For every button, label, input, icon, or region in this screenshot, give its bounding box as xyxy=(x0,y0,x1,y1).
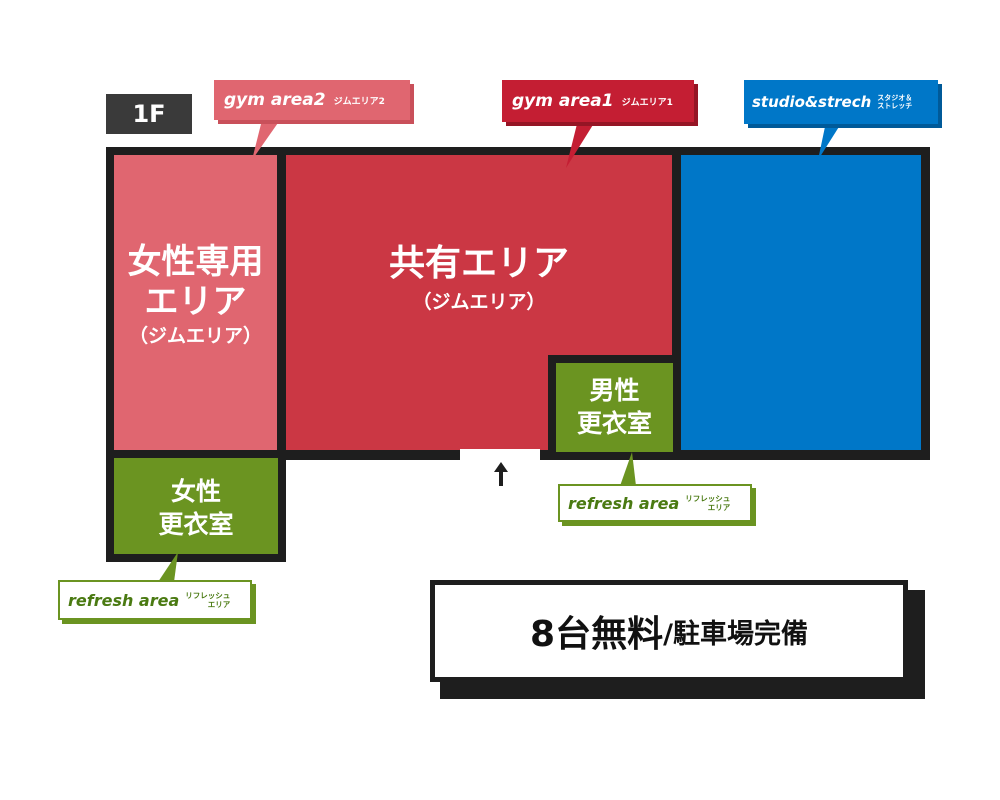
refresh-area-women-callout: refresh area リフレッシュ エリア xyxy=(58,580,252,620)
studio-label-jp-line2: ストレッチ xyxy=(877,102,913,110)
gym-area2-callout: gym area2 ジムエリア2 xyxy=(214,80,410,120)
gym-area1-label-jp: ジムエリア1 xyxy=(621,97,673,108)
gym-area2-label: gym area2 xyxy=(224,90,326,110)
gym-area2-label-jp: ジムエリア2 xyxy=(333,96,385,107)
refresh-men-label-jp-line2: エリア xyxy=(707,503,731,512)
floor-label: 1F xyxy=(106,94,192,134)
refresh-women-label-jp-line1: リフレッシュ xyxy=(185,591,231,600)
arrow-up-icon xyxy=(494,462,508,486)
studio-label: studio&strech xyxy=(752,93,872,111)
studio-stretch-area[interactable] xyxy=(681,155,921,450)
parking-info-box: 8台無料 /駐車場完備 xyxy=(430,580,908,682)
common-area-title: 共有エリア xyxy=(388,243,569,284)
refresh-men-label: refresh area xyxy=(568,493,680,513)
women-locker-room[interactable]: 女性 更衣室 xyxy=(114,458,278,554)
women-area-subtitle: （ジムエリア） xyxy=(128,325,262,347)
women-area-title-line1: 女性専用 xyxy=(127,242,264,282)
men-locker-room[interactable]: 男性 更衣室 xyxy=(556,363,673,452)
refresh-women-label: refresh area xyxy=(68,590,180,610)
studio-label-jp-line1: スタジオ＆ xyxy=(877,93,913,102)
studio-callout: studio&strech スタジオ＆ ストレッチ xyxy=(744,80,938,124)
women-locker-line1: 女性 xyxy=(170,477,221,506)
refresh-area-men-callout: refresh area リフレッシュ エリア xyxy=(558,484,752,522)
women-area-title-line2: エリア xyxy=(144,281,247,322)
women-locker-line2: 更衣室 xyxy=(158,509,234,539)
refresh-men-label-jp-line1: リフレッシュ xyxy=(685,494,731,503)
refresh-women-label-jp-line2: エリア xyxy=(207,600,231,609)
women-only-gym-area[interactable]: 女性専用 エリア （ジムエリア） xyxy=(114,155,277,450)
parking-free-count: 8台無料 xyxy=(530,614,664,655)
common-area-subtitle: （ジムエリア） xyxy=(412,291,546,313)
entrance-opening xyxy=(460,449,540,463)
gym-area1-label: gym area1 xyxy=(512,91,614,111)
parking-available: /駐車場完備 xyxy=(663,618,808,650)
men-locker-line1: 男性 xyxy=(589,376,640,405)
gym-area1-callout: gym area1 ジムエリア1 xyxy=(502,80,694,122)
men-locker-line2: 更衣室 xyxy=(576,408,652,438)
